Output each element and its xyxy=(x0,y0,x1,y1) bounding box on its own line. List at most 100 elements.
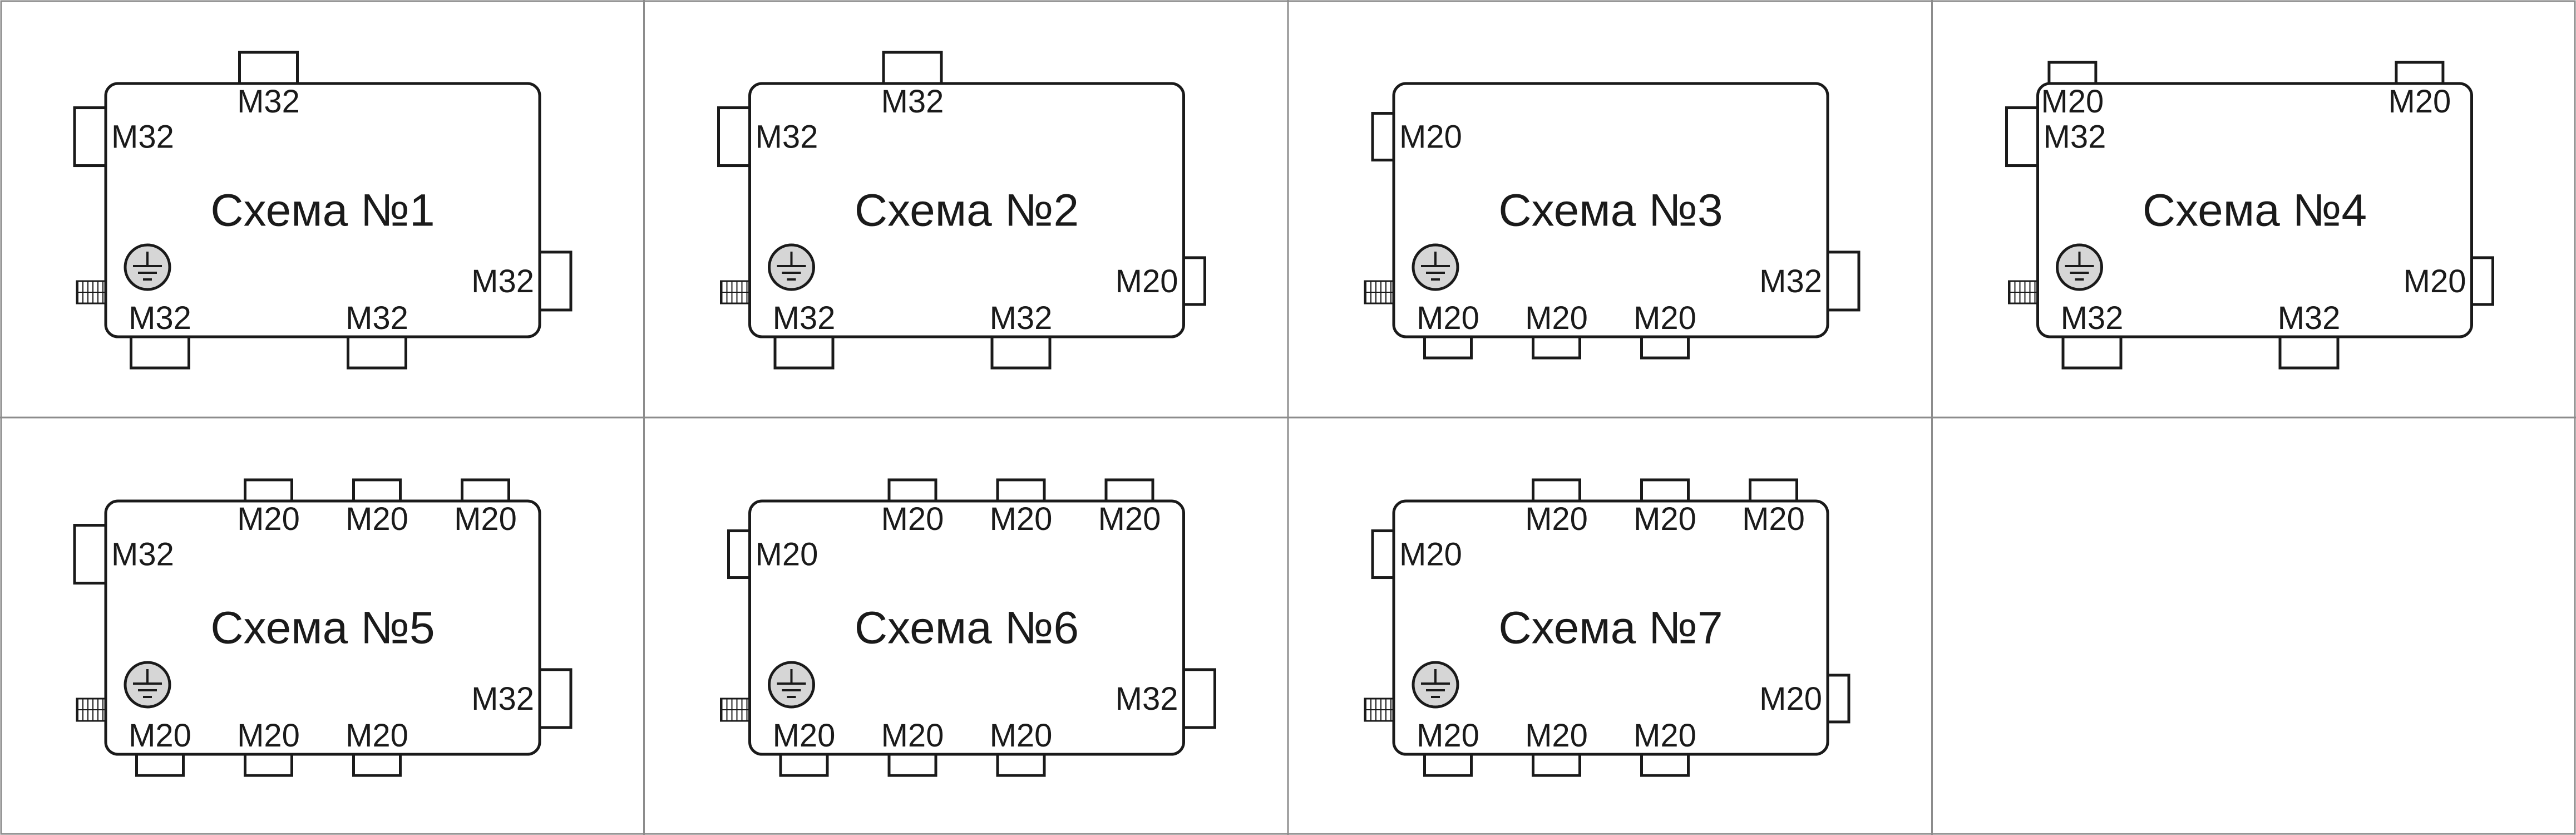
cable-gland-right xyxy=(1182,668,1216,729)
earth-terminal-bolt-icon xyxy=(720,698,751,722)
cable-gland-right xyxy=(1826,250,1861,312)
ground-symbol-icon xyxy=(2056,243,2103,291)
cable-gland-top xyxy=(1749,478,1798,503)
cable-gland-label: M20 xyxy=(1399,119,1462,155)
cable-gland-label: M32 xyxy=(2061,300,2124,336)
ground-symbol-icon xyxy=(1412,243,1459,291)
cable-gland-label: M32 xyxy=(471,681,534,717)
cable-gland-label: M32 xyxy=(346,300,408,336)
cable-gland-bottom xyxy=(347,335,407,370)
earth-terminal-bolt-icon xyxy=(76,698,107,722)
cable-gland-label: M20 xyxy=(1634,501,1696,537)
cable-gland-top xyxy=(244,478,293,503)
cable-gland-label: M32 xyxy=(990,300,1053,336)
junction-box-outline xyxy=(1392,499,1829,756)
cable-gland-bottom xyxy=(1640,335,1690,360)
cable-gland-bottom xyxy=(1640,753,1690,777)
cable-gland-bottom xyxy=(779,753,829,777)
cable-gland-top xyxy=(996,478,1046,503)
cable-gland-label: M20 xyxy=(881,501,944,537)
cable-gland-top xyxy=(887,478,937,503)
cable-gland-label: M32 xyxy=(756,119,818,155)
cable-gland-label: M20 xyxy=(881,718,944,754)
cable-gland-label: M32 xyxy=(773,300,836,336)
cable-gland-label: M20 xyxy=(2404,263,2466,299)
cable-gland-top xyxy=(2395,61,2445,85)
cable-gland-left xyxy=(717,106,751,168)
cable-gland-bottom xyxy=(887,753,937,777)
cable-gland-top xyxy=(238,51,299,85)
cable-gland-left xyxy=(73,524,107,585)
ground-symbol-icon xyxy=(768,243,815,291)
cable-gland-bottom xyxy=(1423,335,1473,360)
cable-gland-label: M20 xyxy=(1417,718,1479,754)
cable-gland-label: M20 xyxy=(1525,501,1588,537)
ground-symbol-icon xyxy=(124,243,171,291)
cable-gland-label: M20 xyxy=(237,718,300,754)
cable-gland-label: M20 xyxy=(2041,84,2104,120)
ground-symbol-icon xyxy=(1412,661,1459,709)
ground-symbol-icon xyxy=(768,661,815,709)
cable-gland-label: M32 xyxy=(2278,300,2341,336)
cable-gland-right xyxy=(1826,674,1850,724)
cable-gland-right xyxy=(538,250,573,312)
cable-gland-label: M32 xyxy=(1759,263,1822,299)
junction-box-outline xyxy=(104,82,541,338)
diagram-title: Схема №3 xyxy=(1498,185,1723,236)
cable-gland-bottom xyxy=(1423,753,1473,777)
cable-gland-bottom xyxy=(996,753,1046,777)
cable-gland-bottom xyxy=(1532,335,1581,360)
diagram-title: Схема №6 xyxy=(855,603,1079,654)
cable-gland-label: M32 xyxy=(1116,681,1178,717)
cable-gland-bottom xyxy=(244,753,293,777)
junction-box-outline xyxy=(748,82,1185,338)
cable-gland-left xyxy=(1371,529,1395,579)
earth-terminal-bolt-icon xyxy=(1364,698,1395,722)
cable-gland-right xyxy=(538,668,573,729)
cable-gland-label: M32 xyxy=(471,263,534,299)
earth-terminal-bolt-icon xyxy=(76,280,107,304)
cable-gland-bottom xyxy=(352,753,402,777)
cable-gland-label: M20 xyxy=(454,501,517,537)
cable-gland-label: M20 xyxy=(1098,501,1161,537)
cable-gland-label: M32 xyxy=(129,300,191,336)
cable-gland-top xyxy=(352,478,402,503)
diagram-title: Схема №5 xyxy=(210,603,435,654)
cable-gland-label: M20 xyxy=(129,718,191,754)
cable-gland-label: M32 xyxy=(237,84,300,120)
cable-gland-left xyxy=(2005,106,2039,168)
diagram-title: Схема №2 xyxy=(855,185,1079,236)
cable-gland-label: M32 xyxy=(2044,119,2106,155)
cable-gland-label: M20 xyxy=(990,501,1053,537)
earth-terminal-bolt-icon xyxy=(2008,280,2039,304)
cable-gland-bottom xyxy=(1532,753,1581,777)
junction-box-outline xyxy=(1392,82,1829,338)
cable-gland-label: M20 xyxy=(1634,718,1696,754)
cable-gland-label: M32 xyxy=(881,84,944,120)
cable-gland-right xyxy=(2470,256,2494,306)
cable-gland-label: M20 xyxy=(773,718,836,754)
earth-terminal-bolt-icon xyxy=(1364,280,1395,304)
cable-gland-label: M20 xyxy=(237,501,300,537)
junction-box-outline xyxy=(748,499,1185,756)
junction-box-outline xyxy=(2036,82,2473,338)
cable-gland-top xyxy=(461,478,510,503)
cable-gland-label: M20 xyxy=(346,501,408,537)
cable-gland-left xyxy=(1371,112,1395,162)
cable-gland-label: M20 xyxy=(2388,84,2451,120)
cable-gland-label: M20 xyxy=(1525,718,1588,754)
cable-gland-top xyxy=(882,51,943,85)
ground-symbol-icon xyxy=(124,661,171,709)
cable-gland-label: M20 xyxy=(1634,300,1696,336)
cable-gland-left xyxy=(727,529,751,579)
cable-gland-right xyxy=(1182,256,1206,306)
cable-gland-top xyxy=(1640,478,1690,503)
